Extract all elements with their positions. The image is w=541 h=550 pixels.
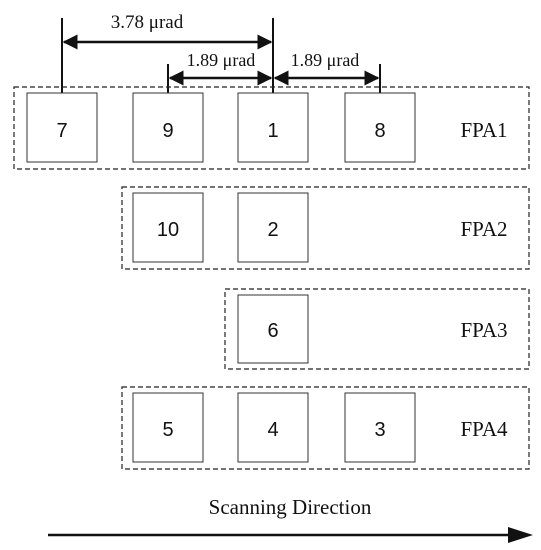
- dimension-label-378: 3.78 μrad: [111, 12, 184, 33]
- svg-text:6: 6: [267, 320, 278, 342]
- dimension-annotations: 3.78 μrad 1.89 μrad 1.89 μrad: [61, 12, 381, 94]
- fpa1-boundary: [13, 86, 530, 170]
- fpa4-label: FPA4: [460, 417, 508, 441]
- svg-text:7: 7: [56, 120, 67, 142]
- scanning-direction: Scanning Direction: [48, 495, 533, 543]
- detector-cell: 2: [237, 192, 309, 263]
- fpa3-boundary: [224, 288, 530, 370]
- fpa-group-3: 6 FPA3: [224, 288, 530, 370]
- detector-cell: 6: [237, 294, 309, 364]
- detector-cell: 3: [344, 392, 416, 463]
- svg-text:8: 8: [374, 120, 385, 142]
- detector-cell: 1: [237, 92, 309, 163]
- dimension-label-189-right: 1.89 μrad: [291, 50, 360, 70]
- fpa3-label: FPA3: [460, 318, 507, 342]
- fpa-group-4: 5 4 3 FPA4: [121, 386, 530, 470]
- detector-cell: 5: [132, 392, 204, 463]
- detector-cell: 10: [132, 192, 204, 263]
- detector-cell: 4: [237, 392, 309, 463]
- scanning-direction-label: Scanning Direction: [209, 495, 372, 519]
- fpa1-label: FPA1: [460, 118, 507, 142]
- fpa-group-2: 10 2 FPA2: [121, 186, 530, 270]
- svg-text:9: 9: [162, 120, 173, 142]
- dimension-label-189-left: 1.89 μrad: [187, 50, 256, 70]
- svg-text:2: 2: [267, 219, 278, 241]
- svg-text:4: 4: [267, 419, 278, 441]
- scanning-direction-arrowhead: [508, 527, 533, 543]
- svg-text:5: 5: [162, 419, 173, 441]
- fpa2-label: FPA2: [460, 217, 507, 241]
- fpa4-boundary: [121, 386, 530, 470]
- svg-text:1: 1: [267, 120, 278, 142]
- svg-text:10: 10: [157, 219, 179, 241]
- svg-text:3: 3: [374, 419, 385, 441]
- fpa-group-1: 7 9 1 8 FPA1: [13, 86, 530, 170]
- detector-cell: 8: [344, 92, 416, 163]
- detector-cell: 9: [132, 92, 204, 163]
- fpa2-boundary: [121, 186, 530, 270]
- detector-cell: 7: [26, 92, 98, 163]
